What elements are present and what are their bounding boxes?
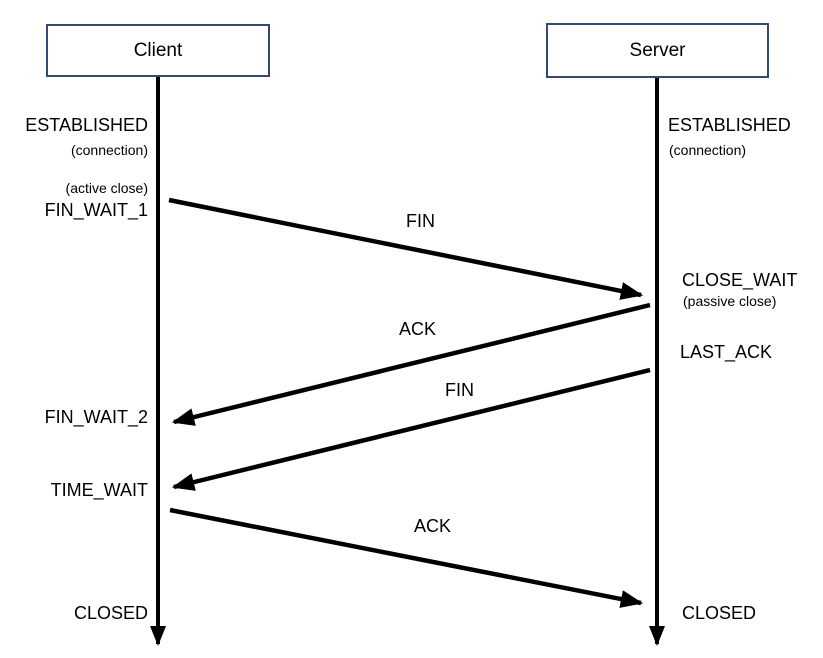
server-state-closed: CLOSED <box>682 603 757 623</box>
server-state-close-wait: CLOSE_WAIT <box>682 270 798 290</box>
message-arrow-ack-2 <box>169 507 644 608</box>
message-arrow-fin-1 <box>168 197 644 300</box>
client-box-label: Client <box>133 39 183 61</box>
message-label-ack-1: ACK <box>399 319 437 339</box>
client-state-time-wait: TIME_WAIT <box>50 480 148 500</box>
client-state-connection-note: (connection) <box>70 142 148 158</box>
client-state-fin-wait-2: FIN_WAIT_2 <box>44 407 148 427</box>
client-state-closed: CLOSED <box>73 603 148 623</box>
message-label-ack-2: ACK <box>414 516 452 536</box>
client-state-active-close-note: (active close) <box>65 180 148 196</box>
client-state-established: ESTABLISHED <box>25 115 148 135</box>
server-box-label: Server <box>629 39 686 61</box>
client-state-fin-wait-1: FIN_WAIT_1 <box>44 200 148 220</box>
message-label-fin-1: FIN <box>406 211 435 231</box>
server-state-passive-close-note: (passive close) <box>683 293 777 309</box>
server-box: Server <box>546 23 769 78</box>
server-state-last-ack: LAST_ACK <box>680 342 773 362</box>
server-state-established: ESTABLISHED <box>668 115 791 135</box>
message-arrow-ack-1 <box>171 302 651 426</box>
message-arrow-fin-2 <box>171 367 651 491</box>
server-state-connection-note: (connection) <box>669 142 747 158</box>
message-label-fin-2: FIN <box>445 380 474 400</box>
client-box: Client <box>46 24 270 77</box>
